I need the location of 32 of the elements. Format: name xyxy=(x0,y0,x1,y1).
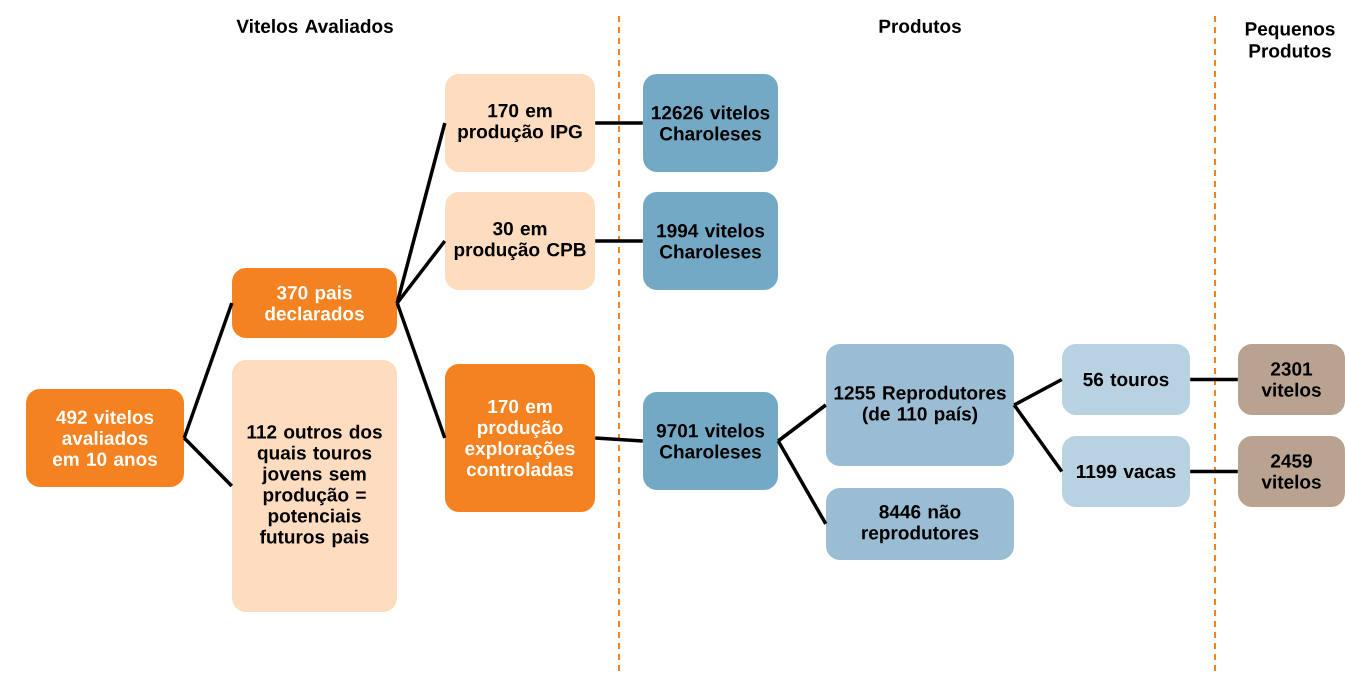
column-heading: Produtos xyxy=(879,19,961,33)
rounded-box: 112 outros dos quais touros jovens sem produção = potenciais futuros pais xyxy=(232,360,397,612)
column-heading: Vitelos Avaliados xyxy=(236,19,393,33)
rounded-box: 1994 vitelos Charoleses xyxy=(643,192,778,290)
rounded-box: 170 em produção IPG xyxy=(445,74,595,172)
rounded-box: 2459 vitelos xyxy=(1238,436,1345,507)
rounded-box: 170 em produção explorações controladas xyxy=(445,364,595,512)
connector-line xyxy=(395,302,447,439)
connector-line xyxy=(1190,469,1238,474)
connector-line xyxy=(1190,377,1238,382)
column-heading: Pequenos Produtos xyxy=(1245,22,1335,58)
connector-line xyxy=(182,436,234,488)
rounded-box: 8446 não reprodutores xyxy=(826,488,1014,560)
rounded-box: 30 em produção CPB xyxy=(445,192,595,290)
rounded-box: 492 vitelos avaliados em 10 anos xyxy=(26,389,184,487)
rounded-box: 56 touros xyxy=(1062,344,1190,415)
connector-line xyxy=(1013,377,1063,407)
rounded-box: 9701 vitelos Charoleses xyxy=(643,392,778,490)
rounded-box: 370 pais declarados xyxy=(232,268,397,338)
connector-line xyxy=(776,440,828,525)
rounded-box: 1255 Reprodutores (de 110 país) xyxy=(826,344,1014,466)
connector-line xyxy=(395,239,447,305)
connector-line xyxy=(595,436,643,443)
connector-line xyxy=(595,239,643,243)
rounded-box: 2301 vitelos xyxy=(1238,344,1345,415)
connector-line xyxy=(595,121,643,125)
connector-line xyxy=(1012,403,1064,473)
rounded-box: 12626 vitelos Charoleses xyxy=(643,74,778,172)
rounded-box: 1199 vacas xyxy=(1062,436,1190,507)
connector-line xyxy=(395,122,447,304)
connector-line xyxy=(777,403,827,443)
connector-line xyxy=(182,302,234,439)
